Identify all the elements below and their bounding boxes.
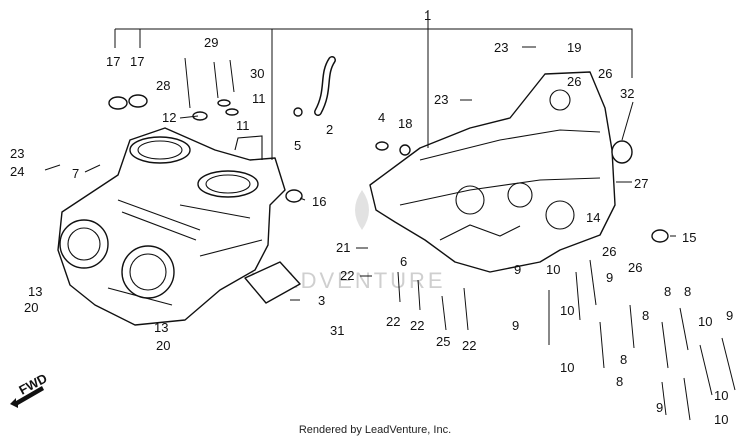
callout-32: 32 xyxy=(620,86,634,101)
small-parts xyxy=(108,56,736,421)
callout-2: 2 xyxy=(326,122,333,137)
callout-10d: 10 xyxy=(698,314,712,329)
callout-8b: 8 xyxy=(684,284,691,299)
callout-8d: 8 xyxy=(620,352,627,367)
callout-18: 18 xyxy=(398,116,412,131)
callout-1: 1 xyxy=(424,8,431,23)
fwd-arrow: FWD xyxy=(10,371,50,408)
callout-20a: 20 xyxy=(24,300,38,315)
callout-15: 15 xyxy=(682,230,696,245)
crankcase-right xyxy=(369,71,616,273)
callout-22b: 22 xyxy=(386,314,400,329)
callout-20b: 20 xyxy=(156,338,170,353)
callout-29: 29 xyxy=(204,35,218,50)
leader-lines xyxy=(44,10,676,301)
callout-23b: 23 xyxy=(434,92,448,107)
callout-25: 25 xyxy=(436,334,450,349)
callout-8e: 8 xyxy=(616,374,623,389)
callout-3: 3 xyxy=(318,293,325,308)
callout-23a: 23 xyxy=(10,146,24,161)
callout-6: 6 xyxy=(400,254,407,269)
callout-11a: 11 xyxy=(252,91,266,106)
callout-8a: 8 xyxy=(664,284,671,299)
callout-13b: 13 xyxy=(154,320,168,335)
callout-9b: 9 xyxy=(512,318,519,333)
callout-8c: 8 xyxy=(642,308,649,323)
callout-22c: 22 xyxy=(410,318,424,333)
callout-31: 31 xyxy=(330,323,344,338)
callouts: 1 2 3 4 5 6 7 11 11 12 13 13 14 15 16 17… xyxy=(10,8,733,427)
callout-28: 28 xyxy=(156,78,170,93)
callout-12: 12 xyxy=(162,110,176,125)
callout-16: 16 xyxy=(312,194,326,209)
callout-19: 19 xyxy=(567,40,581,55)
callout-13a: 13 xyxy=(28,284,42,299)
callout-14: 14 xyxy=(586,210,600,225)
callout-26b: 26 xyxy=(598,66,612,81)
callout-9d: 9 xyxy=(656,400,663,415)
callout-23c: 23 xyxy=(494,40,508,55)
callout-5: 5 xyxy=(294,138,301,153)
callout-10b: 10 xyxy=(560,303,574,318)
callout-22a: 22 xyxy=(340,268,354,283)
credit-text: Rendered by LeadVenture, Inc. xyxy=(298,424,452,436)
callout-27: 27 xyxy=(634,176,648,191)
callout-21: 21 xyxy=(336,240,350,255)
callout-11b: 11 xyxy=(236,118,250,133)
callout-7: 7 xyxy=(72,166,79,181)
callout-9a: 9 xyxy=(606,270,613,285)
callout-17a: 17 xyxy=(106,54,120,69)
callout-10e: 10 xyxy=(714,388,728,403)
callout-26a: 26 xyxy=(567,74,581,89)
callout-22d: 22 xyxy=(462,338,476,353)
callout-9c: 9 xyxy=(726,308,733,323)
callout-10a: 10 xyxy=(546,262,560,277)
callout-4: 4 xyxy=(378,110,385,125)
callout-9e: 9 xyxy=(514,262,521,277)
callout-30: 30 xyxy=(250,66,264,81)
callout-26c: 26 xyxy=(602,244,616,259)
callout-17b: 17 xyxy=(130,54,144,69)
callout-24: 24 xyxy=(10,164,24,179)
callout-10f: 10 xyxy=(714,412,728,427)
callout-10c: 10 xyxy=(560,360,574,375)
cylinder-block-left xyxy=(57,127,286,326)
callout-26d: 26 xyxy=(628,260,642,275)
